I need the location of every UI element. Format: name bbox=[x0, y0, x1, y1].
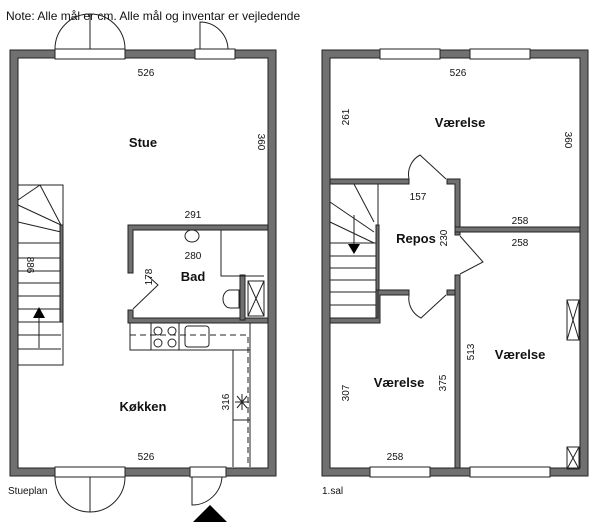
ventilation-icon bbox=[566, 446, 580, 470]
room-label-vaerelse-left: Værelse bbox=[374, 375, 425, 390]
window bbox=[369, 466, 431, 478]
window-swing bbox=[54, 476, 126, 513]
door-swing bbox=[54, 13, 126, 50]
dim-stair: 886 bbox=[24, 257, 35, 274]
door-swing bbox=[408, 154, 447, 180]
window bbox=[379, 48, 441, 60]
bath-wall bbox=[127, 224, 269, 274]
dim-repos-width: 157 bbox=[410, 192, 427, 203]
terrace-door bbox=[54, 48, 126, 60]
window bbox=[54, 466, 126, 478]
dim-top-depth: 261 bbox=[341, 108, 352, 125]
note-text: Note: Alle mål er cm. Alle mål og invent… bbox=[6, 9, 300, 23]
staircase bbox=[329, 183, 380, 319]
entrance-door bbox=[189, 466, 227, 478]
door-swing bbox=[459, 235, 484, 275]
dim-mid-upper: 258 bbox=[512, 216, 529, 227]
dim-kokken-height: 316 bbox=[221, 393, 232, 410]
door-swing bbox=[191, 476, 223, 506]
floor-label-stueplan: Stueplan bbox=[8, 486, 47, 497]
dim-top-width: 526 bbox=[450, 68, 467, 79]
interior-wall bbox=[454, 274, 461, 469]
first-floor-plan: 526 261 Værelse 360 157 Repos 230 258 25… bbox=[321, 48, 589, 497]
dim-left-height: 307 bbox=[341, 384, 352, 401]
door bbox=[194, 48, 236, 60]
ventilation-icon bbox=[566, 299, 580, 341]
dim-left-inner: 375 bbox=[438, 374, 449, 391]
hood-icon bbox=[235, 394, 249, 410]
floor-label-1sal: 1.sal bbox=[322, 486, 343, 497]
room-label-bad: Bad bbox=[181, 269, 206, 284]
interior-wall bbox=[329, 178, 461, 236]
room-label-vaerelse-top: Værelse bbox=[435, 115, 486, 130]
dim-mid-lower: 258 bbox=[512, 238, 529, 249]
dim-right-height: 513 bbox=[466, 343, 477, 360]
dim-bottom-width: 526 bbox=[138, 452, 155, 463]
kitchen-counter bbox=[129, 323, 251, 467]
dim-top-width: 526 bbox=[138, 68, 155, 79]
dim-bottom-width: 258 bbox=[387, 452, 404, 463]
room-label-repos: Repos bbox=[396, 231, 436, 246]
room-label-vaerelse-right: Værelse bbox=[495, 347, 546, 362]
door-swing bbox=[408, 294, 447, 319]
sink-icon bbox=[184, 229, 200, 243]
ventilation-icon bbox=[247, 280, 265, 317]
room-label-stue: Stue bbox=[129, 135, 157, 150]
hob-icon bbox=[153, 326, 163, 336]
room-label-kokken: Køkken bbox=[120, 399, 167, 414]
stair-arrow-icon bbox=[348, 244, 360, 254]
bath-wall bbox=[239, 274, 246, 321]
kitchen-sink-icon bbox=[184, 325, 210, 348]
dim-repos-height: 230 bbox=[439, 229, 450, 246]
door-swing bbox=[199, 21, 229, 50]
entrance-arrow-icon bbox=[193, 505, 227, 522]
bath-wall bbox=[127, 309, 269, 324]
window bbox=[469, 48, 531, 60]
ground-floor-plan: 526 Stue 360 291 280 Bad 178 886 316 Køk… bbox=[8, 13, 277, 522]
bath-cabinet bbox=[220, 230, 264, 277]
bath-door-swing bbox=[132, 275, 159, 310]
dim-top-height: 360 bbox=[562, 132, 573, 149]
dim-bad-width: 291 bbox=[185, 210, 202, 221]
interior-wall bbox=[454, 226, 581, 233]
dim-stue-height: 360 bbox=[255, 134, 266, 151]
stair-arrow-icon bbox=[33, 307, 45, 318]
toilet-icon bbox=[222, 289, 240, 309]
window bbox=[469, 466, 551, 478]
interior-wall bbox=[446, 289, 456, 296]
dim-bad-inner: 280 bbox=[185, 251, 202, 262]
staircase bbox=[17, 184, 64, 366]
dim-bad-door: 178 bbox=[144, 268, 155, 285]
